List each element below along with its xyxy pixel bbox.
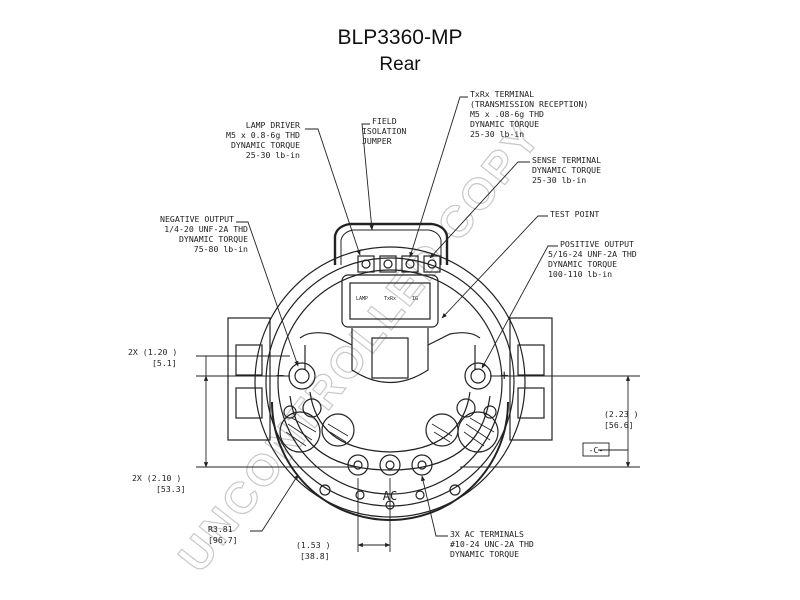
dim-1-metric: [5.1] [152,358,177,368]
callout-lamp-driver: LAMP DRIVER M5 x 0.8-6g THD DYNAMIC TORQ… [226,120,300,160]
plug-label-ig: IG [412,296,418,302]
field-jumper [333,222,449,265]
callout-negative-output: NEGATIVE OUTPUT 1/4-20 UNF-2A THD DYNAMI… [160,214,248,254]
dim-2-metric: [56.6] [604,420,634,430]
svg-text:DYNAMIC TORQUE: DYNAMIC TORQUE [179,234,248,244]
svg-text:TEST POINT: TEST POINT [550,209,599,219]
callout-sense-terminal: SENSE TERMINAL DYNAMIC TORQUE 25-30 lb-i… [532,155,601,185]
svg-text:DYNAMIC TORQUE: DYNAMIC TORQUE [532,165,601,175]
svg-text:5/16-24 UNF-2A THD: 5/16-24 UNF-2A THD [548,249,637,259]
svg-text:FIELD: FIELD [372,116,397,126]
ac-terminal-1 [347,454,369,476]
svg-text:25-30 lb-in: 25-30 lb-in [246,150,300,160]
dim-5-imperial: (1.53 ) [296,540,331,550]
svg-text:(TRANSMISSION RECEPTION): (TRANSMISSION RECEPTION) [470,99,588,109]
regulator-body [351,328,429,384]
datum-c: -C- [589,445,604,455]
ac-terminal-3 [411,454,433,476]
callout-field-isolation: FIELD ISOLATION JUMPER [362,116,406,146]
right-heatsink [425,398,499,453]
svg-text:DYNAMIC TORQUE: DYNAMIC TORQUE [450,549,519,559]
svg-text:TxRx TERMINAL: TxRx TERMINAL [470,89,534,99]
svg-text:NEGATIVE OUTPUT: NEGATIVE OUTPUT [160,214,234,224]
svg-text:JUMPER: JUMPER [362,136,392,146]
dim-3-imperial: 2X (2.10 ) [132,473,181,483]
diagram-subtitle: Rear [379,54,421,75]
callout-txrx-terminal: TxRx TERMINAL (TRANSMISSION RECEPTION) M… [470,89,588,139]
left-mount-ear [227,317,271,441]
regulator-housing [341,274,439,328]
left-heatsink [279,398,355,453]
svg-text:100-110 lb-in: 100-110 lb-in [548,269,612,279]
plug-label-lamp: LAMP [356,296,368,302]
svg-text:DYNAMIC TORQUE: DYNAMIC TORQUE [548,259,617,269]
svg-text:75-80 lb-in: 75-80 lb-in [194,244,248,254]
leader-lines [236,96,558,537]
dim-1-imperial: 2X (1.20 ) [128,347,177,357]
svg-text:SENSE TERMINAL: SENSE TERMINAL [532,155,601,165]
dimension-lines [196,355,640,552]
svg-text:25-30 lb-in: 25-30 lb-in [532,175,586,185]
svg-text:DYNAMIC TORQUE: DYNAMIC TORQUE [231,140,300,150]
svg-text:LAMP DRIVER: LAMP DRIVER [246,120,300,130]
right-mount-ear [509,317,553,441]
svg-text:#10-24 UNC-2A THD: #10-24 UNC-2A THD [450,539,534,549]
svg-text:M5 x .08-6g THD: M5 x .08-6g THD [470,109,544,119]
dim-5-metric: [38.8] [300,551,330,561]
diagram-title: BLP3360-MP [337,26,463,49]
svg-text:25-30 lb-in: 25-30 lb-in [470,129,524,139]
dim-4-metric: [96.7] [208,535,238,545]
svg-text:ISOLATION: ISOLATION [362,126,406,136]
dim-4-radius: R3.81 [208,524,233,534]
callout-positive-output: POSITIVE OUTPUT 5/16-24 UNF-2A THD DYNAM… [548,239,637,279]
svg-text:3X AC TERMINALS: 3X AC TERMINALS [450,529,524,539]
svg-text:POSITIVE OUTPUT: POSITIVE OUTPUT [560,239,634,249]
ac-terminal-2 [379,454,401,476]
svg-text:DYNAMIC TORQUE: DYNAMIC TORQUE [470,119,539,129]
positive-output-stud [464,362,492,390]
plug-label-txrx: TxRx [384,296,396,302]
callout-test-point: TEST POINT [550,209,599,219]
dim-3-metric: [53.3] [156,484,186,494]
callout-ac-terminals: 3X AC TERMINALS #10-24 UNC-2A THD DYNAMI… [450,529,534,559]
dim-2-imperial: (2.23 ) [604,409,639,419]
svg-text:M5 x 0.8-6g THD: M5 x 0.8-6g THD [226,130,300,140]
svg-text:1/4-20 UNF-2A THD: 1/4-20 UNF-2A THD [164,224,248,234]
fin-hatching [285,417,495,447]
